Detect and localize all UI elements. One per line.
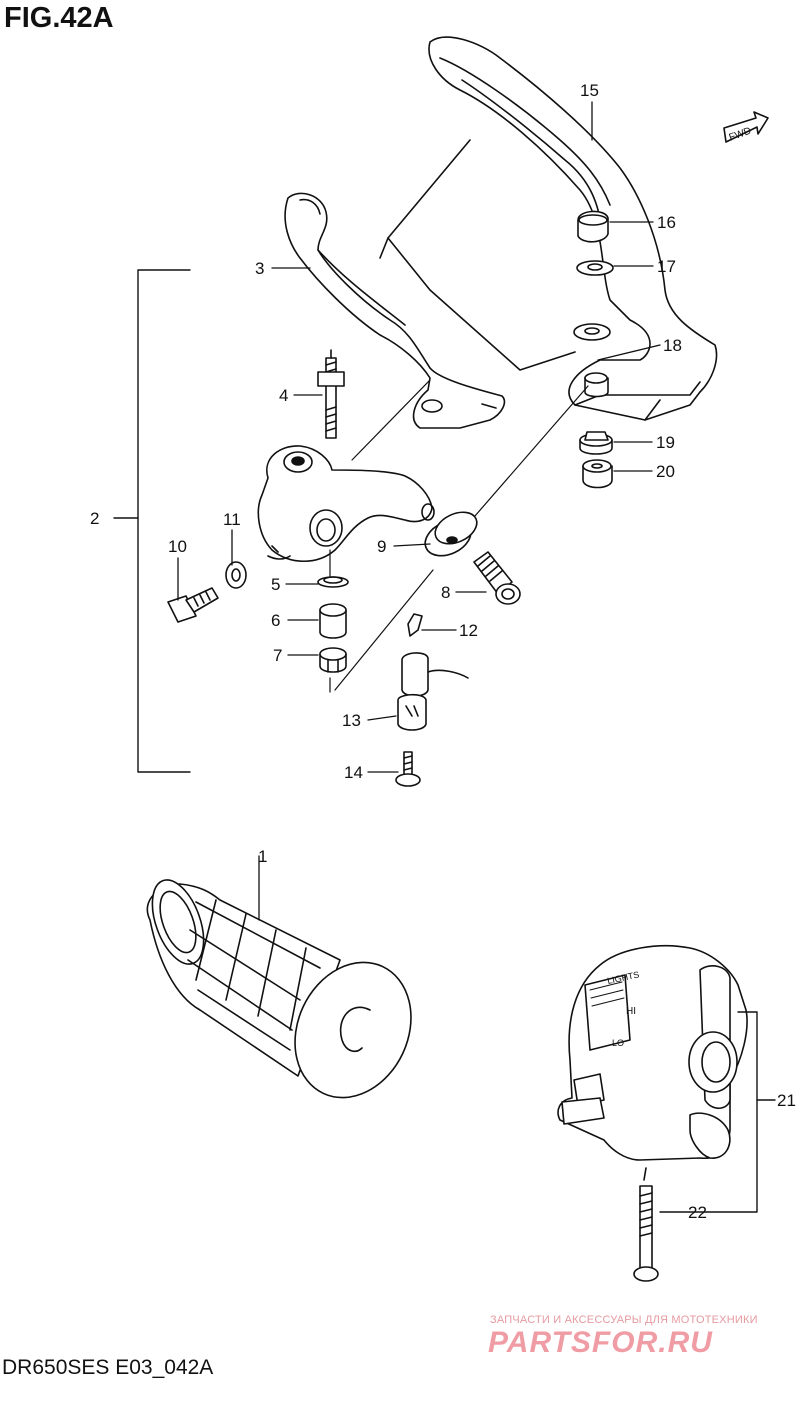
- callout-4: 4: [279, 386, 288, 405]
- callout-19: 19: [656, 433, 675, 452]
- sleeve: [319, 603, 347, 639]
- callout-13: 13: [342, 711, 361, 730]
- callout-20: 20: [656, 462, 675, 481]
- assembly-bracket-2: [113, 269, 191, 773]
- fwd-arrow-icon: FWD: [723, 111, 769, 144]
- cap-nut: [577, 210, 609, 243]
- washer-11: [225, 561, 247, 589]
- washer-17: [576, 260, 614, 276]
- model-code: DR650SES E03_042A: [2, 1356, 214, 1379]
- callout-15: 15: [580, 81, 599, 100]
- figure-title: FIG.42A: [4, 2, 114, 34]
- callout-5: 5: [271, 575, 280, 594]
- hex-nut-7: [319, 647, 347, 673]
- switch-mount-screw: [633, 1167, 659, 1282]
- callout-7: 7: [273, 646, 282, 665]
- assembly-lines: [329, 379, 589, 693]
- lever-guard: [379, 36, 718, 421]
- callout-22: 22: [688, 1203, 707, 1222]
- flange-nut: [579, 431, 613, 455]
- callout-9: 9: [377, 537, 386, 556]
- callout-6: 6: [271, 611, 280, 630]
- callout-leaders: [177, 101, 661, 921]
- washer-5: [317, 576, 349, 588]
- callout-16: 16: [657, 213, 676, 232]
- callout-3: 3: [255, 259, 264, 278]
- switch-screw: [395, 751, 421, 787]
- hex-nut-20: [582, 459, 613, 489]
- clutch-switch: [397, 652, 469, 731]
- handlebar-grip: [146, 879, 412, 1099]
- watermark-logo: PARTSFOR.RU: [488, 1326, 713, 1359]
- clamp-bolt: [167, 587, 219, 623]
- pivot-bushing: [424, 511, 478, 557]
- switch-hi-marking: HI: [626, 1006, 636, 1017]
- spacer-collar: [573, 323, 611, 398]
- switch-clip: [407, 613, 423, 637]
- callout-numbers: 1 2 3 4 5 6 7 8 9 10 11 12 13 14 15 16 1…: [90, 81, 796, 1222]
- lever-bracket: [257, 445, 435, 562]
- callout-2: 2: [90, 509, 99, 528]
- callout-11: 11: [223, 510, 241, 529]
- pivot-bolt: [473, 551, 521, 605]
- callout-18: 18: [663, 336, 682, 355]
- callout-14: 14: [344, 763, 363, 782]
- callout-1: 1: [258, 847, 267, 866]
- callout-12: 12: [459, 621, 478, 640]
- handlebar-switch: LIGHTS HI LO: [557, 945, 748, 1161]
- callout-21: 21: [777, 1091, 796, 1110]
- adjuster-bolt: [317, 349, 345, 439]
- callout-10: 10: [168, 537, 187, 556]
- assembly-bracket-21: [659, 1011, 776, 1213]
- callout-17: 17: [657, 257, 676, 276]
- switch-lo-marking: LO: [612, 1038, 624, 1048]
- callout-8: 8: [441, 583, 450, 602]
- clutch-lever: [284, 192, 506, 429]
- watermark-tagline: ЗАПЧАСТИ И АКСЕССУАРЫ ДЛЯ МОТОТЕХНИКИ: [490, 1314, 758, 1326]
